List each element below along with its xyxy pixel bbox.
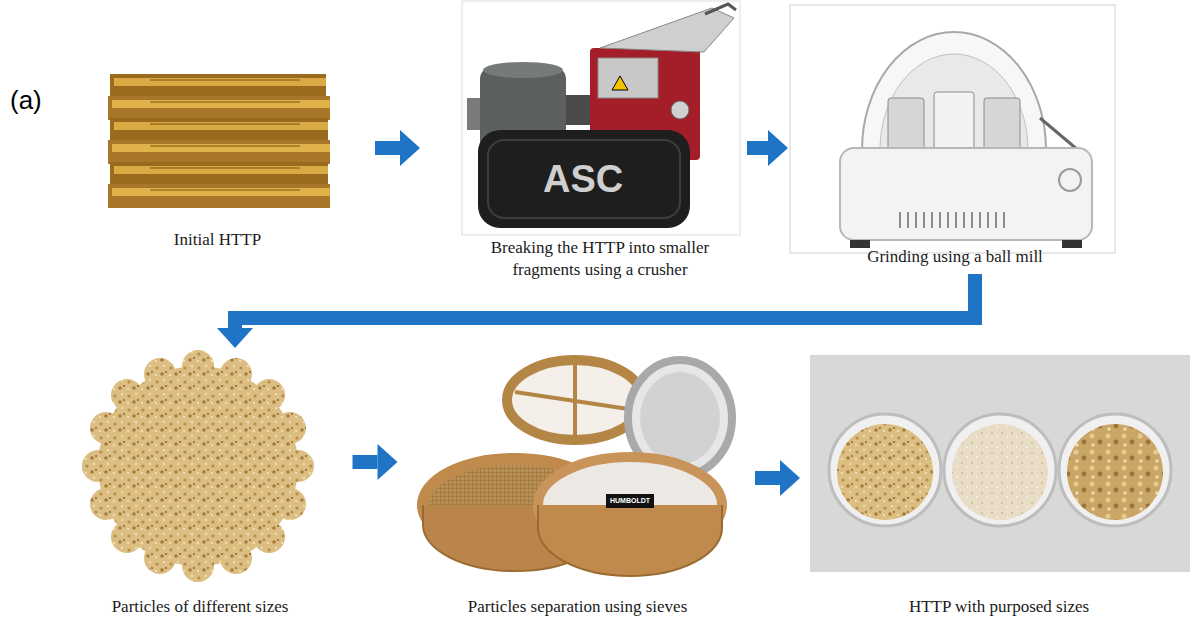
step-caption: Breaking the HTTP into smaller fragments… — [469, 237, 731, 281]
arrow-shaft — [235, 274, 975, 328]
arrow-head — [400, 130, 420, 166]
http-strips — [108, 74, 330, 208]
flow-arrow — [375, 130, 420, 166]
process-step: Particles separation using sieves — [405, 350, 750, 622]
arrow-shaft — [747, 141, 768, 155]
step-caption: Grinding using a ball mill — [867, 246, 1043, 268]
ball-mill-photo — [790, 5, 1115, 253]
crusher-photo — [462, 1, 740, 235]
flow-arrow — [217, 274, 975, 348]
brand-text: ASC — [543, 158, 623, 202]
petri-dishes-photo — [810, 355, 1190, 572]
arrow-shaft — [755, 471, 780, 485]
step-caption: Particles of different sizes — [112, 596, 289, 618]
arrow-head — [780, 460, 800, 496]
step-caption: HTTP with purposed sizes — [909, 596, 1089, 618]
sieves-photo — [423, 360, 732, 576]
step-caption: Initial HTTP — [174, 229, 261, 251]
arrow-head — [768, 130, 788, 166]
flow-arrow — [755, 460, 800, 496]
panel-label: (a) — [10, 86, 42, 116]
arrow-shaft — [375, 141, 400, 155]
arrow-shaft — [353, 455, 378, 469]
particle-pile — [82, 350, 314, 582]
process-step: Initial HTTP — [95, 65, 340, 255]
process-step: HTTP with purposed sizes — [805, 350, 1193, 622]
process-step: Breaking the HTTP into smaller fragments… — [455, 0, 745, 285]
step-caption: Particles separation using sieves — [468, 596, 688, 618]
process-step: Particles of different sizes — [55, 350, 345, 622]
brand-text: HUMBOLDT — [610, 497, 650, 505]
flow-arrow — [747, 130, 788, 166]
arrow-head — [378, 444, 398, 480]
process-step: Grinding using a ball mill — [790, 0, 1120, 272]
arrow-head — [217, 328, 253, 348]
flow-arrow — [353, 444, 398, 480]
